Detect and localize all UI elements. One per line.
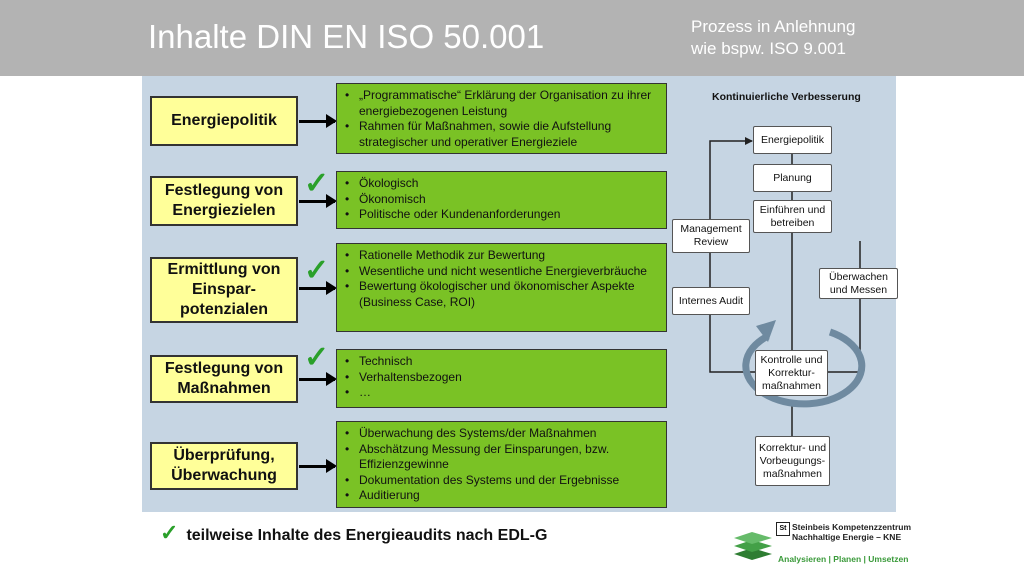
cycle-box-planung: Planung bbox=[753, 164, 832, 192]
cycle-box-ueberwachen: Überwachen und Messen bbox=[819, 268, 898, 299]
label-line: Energiepolitik bbox=[171, 112, 277, 129]
cycle-box-energiepolitik: Energiepolitik bbox=[753, 126, 832, 154]
label-box-ueberpruefung: Überprüfung, Überwachung bbox=[150, 442, 298, 490]
content-box-energieziele: Ökologisch Ökonomisch Politische oder Ku… bbox=[336, 171, 667, 229]
bullet-item: Wesentliche und nicht wesentliche Energi… bbox=[345, 264, 660, 280]
logo-line-1: Steinbeis Kompetenzzentrum bbox=[792, 522, 912, 532]
cycle-box-einfuehren: Einführen und betreiben bbox=[753, 200, 832, 233]
logo-line-2: Nachhaltige Energie – KNE bbox=[792, 532, 902, 542]
arrow-4 bbox=[299, 372, 337, 386]
label-box-energieziele: Festlegung von Energiezielen bbox=[150, 176, 298, 226]
content-box-ueberpruefung: Überwachung des Systems/der Maßnahmen Ab… bbox=[336, 421, 667, 508]
label-box-einsparpotenziale: Ermittlung von Einspar- potenzialen bbox=[150, 257, 298, 323]
subtitle-line-1: Prozess in Anlehnung bbox=[691, 17, 856, 36]
bullet-item: Dokumentation des Systems und der Ergebn… bbox=[345, 473, 660, 489]
logo: St Steinbeis Kompetenzzentrum Nachhaltig… bbox=[722, 518, 944, 570]
bullet-item: Verhaltensbezogen bbox=[345, 370, 660, 386]
label-line: Festlegung von bbox=[164, 182, 284, 199]
bullet-item: Abschätzung Messung der Einsparungen, bz… bbox=[345, 442, 660, 473]
cycle-box-management-review: Management Review bbox=[672, 219, 750, 253]
label-line: Überprüfung, bbox=[173, 447, 275, 464]
cycle-box-kontrolle: Kontrolle und Korrektur-maßnahmen bbox=[755, 350, 828, 396]
slide-title: Inhalte DIN EN ISO 50.001 bbox=[148, 18, 545, 55]
slide-subtitle: Prozess in Anlehnung wie bspw. ISO 9.001 bbox=[691, 16, 855, 60]
bullet-item: Überwachung des Systems/der Maßnahmen bbox=[345, 426, 660, 442]
steinbeis-badge-icon: St bbox=[776, 522, 790, 536]
label-line: potenzialen bbox=[179, 301, 268, 318]
label-line: Festlegung von bbox=[164, 360, 284, 377]
loop-line-left bbox=[709, 137, 755, 373]
bullet-item: Ökologisch bbox=[345, 176, 660, 192]
bullet-item: Technisch bbox=[345, 354, 660, 370]
check-icon: ✓ bbox=[304, 167, 330, 200]
subtitle-line-2: wie bspw. ISO 9.001 bbox=[691, 39, 846, 58]
label-line: Maßnahmen bbox=[177, 380, 271, 397]
label-box-massnahmen: Festlegung von Maßnahmen bbox=[150, 355, 298, 403]
label-line: Energiezielen bbox=[172, 202, 276, 219]
check-icon: ✓ bbox=[304, 341, 330, 374]
content-box-massnahmen: Technisch Verhaltensbezogen … bbox=[336, 349, 667, 408]
label-line: Ermittlung von bbox=[167, 261, 281, 278]
bullet-item: „Programmatische“ Erklärung der Organisa… bbox=[345, 88, 660, 119]
check-icon: ✓ bbox=[160, 520, 179, 545]
arrow-3 bbox=[299, 281, 337, 295]
bullet-item: Rationelle Methodik zur Bewertung bbox=[345, 248, 660, 264]
check-icon: ✓ bbox=[304, 254, 330, 287]
content-box-energiepolitik: „Programmatische“ Erklärung der Organisa… bbox=[336, 83, 667, 154]
stack-logo-icon bbox=[734, 532, 772, 560]
cycle-arrowhead-icon bbox=[756, 320, 776, 342]
bullet-item: Auditierung bbox=[345, 488, 660, 504]
header-bar: Inhalte DIN EN ISO 50.001 Prozess in Anl… bbox=[0, 0, 1024, 76]
bullet-item: Ökonomisch bbox=[345, 192, 660, 208]
arrow-1 bbox=[299, 114, 337, 128]
label-box-energiepolitik: Energiepolitik bbox=[150, 96, 298, 146]
arrow-2 bbox=[299, 194, 337, 208]
footnote-text: teilweise Inhalte des Energieaudits nach… bbox=[186, 527, 548, 544]
cycle-box-internes-audit: Internes Audit bbox=[672, 287, 750, 315]
arrow-5 bbox=[299, 459, 337, 473]
cycle-box-korrektur: Korrektur- und Vorbeugungs-maßnahmen bbox=[755, 436, 830, 486]
logo-tagline: Analysieren | Planen | Umsetzen bbox=[778, 554, 909, 564]
label-line: Überwachung bbox=[171, 467, 277, 484]
footnote: ✓ teilweise Inhalte des Energieaudits nac… bbox=[160, 520, 547, 546]
bullet-item: Rahmen für Maßnahmen, sowie die Aufstell… bbox=[345, 119, 660, 150]
bullet-item: Politische oder Kundenanforderungen bbox=[345, 207, 660, 223]
cycle-arc bbox=[742, 328, 866, 408]
content-box-einsparpotenziale: Rationelle Methodik zur Bewertung Wesent… bbox=[336, 243, 667, 332]
cycle-title: Kontinuierliche Verbesserung bbox=[712, 91, 861, 103]
label-line: Einspar- bbox=[191, 281, 256, 298]
bullet-item: … bbox=[345, 385, 660, 401]
bullet-item: Bewertung ökologischer und ökonomischer … bbox=[345, 279, 660, 310]
